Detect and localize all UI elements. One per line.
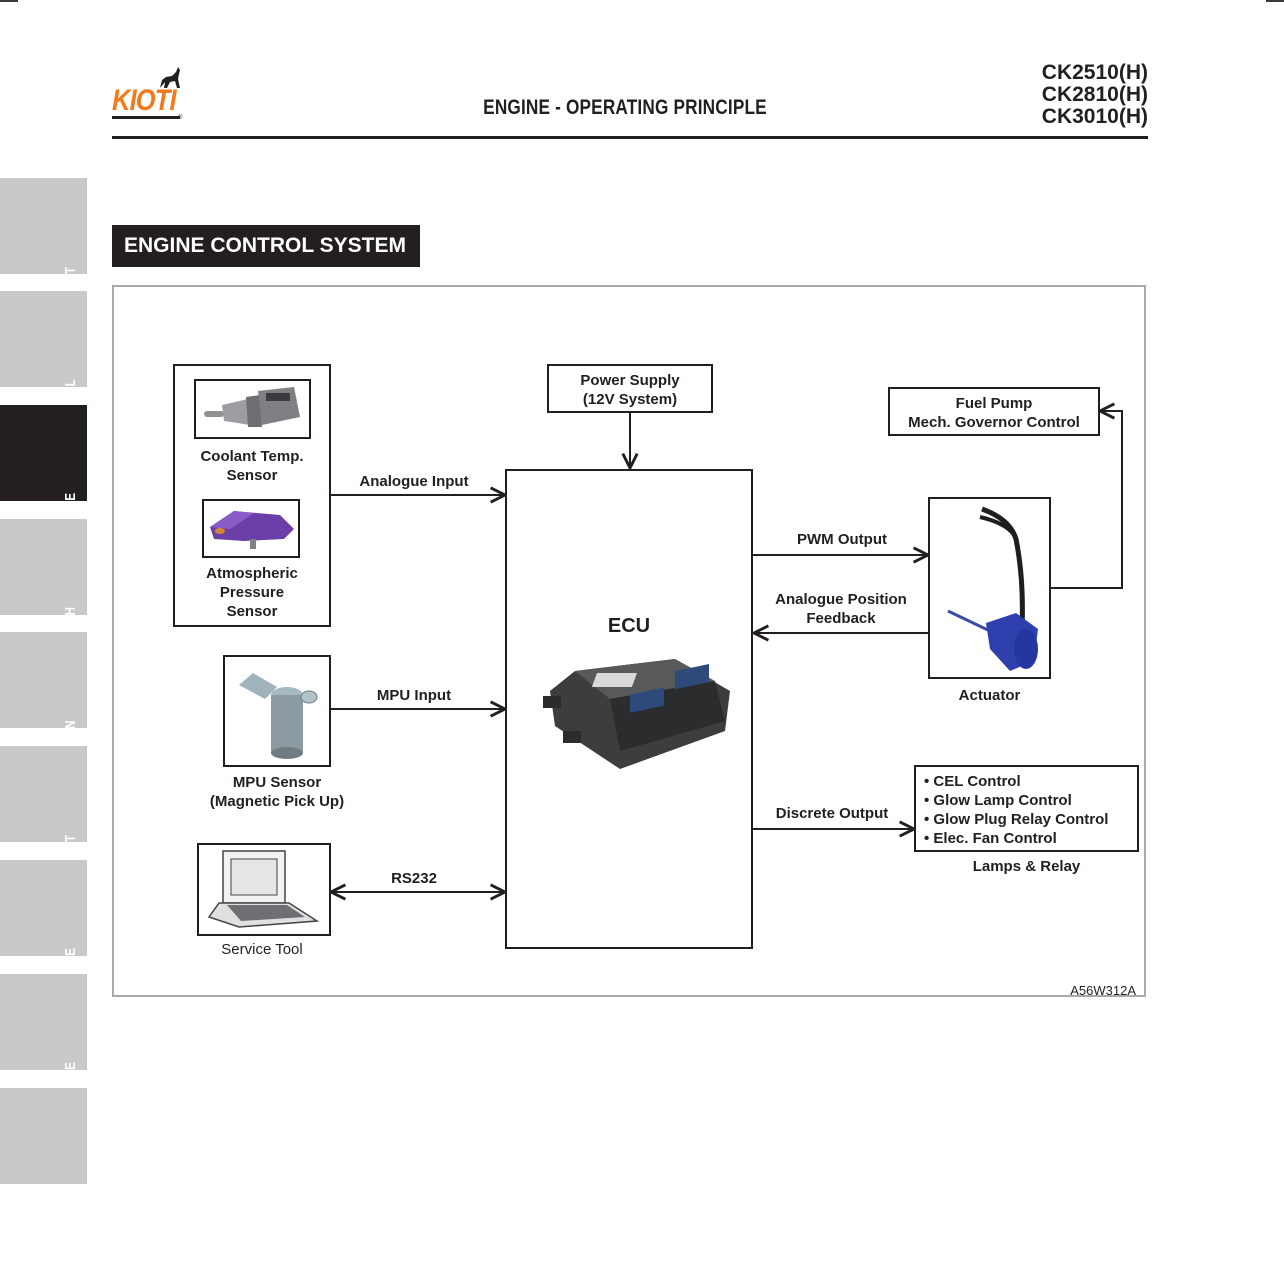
atmospheric-sensor-label-2: Pressure: [219, 584, 285, 601]
atmospheric-sensor-label-1: Atmospheric: [206, 565, 298, 582]
side-tab-clutch[interactable]: CLUTCH: [0, 519, 87, 657]
diagram-frame: [112, 285, 1146, 997]
ecu-image: [543, 659, 730, 769]
side-tab-hst[interactable]: HST: [0, 746, 87, 859]
feedback-label-2: Feedback: [806, 610, 876, 627]
side-tab-engine[interactable]: ENGINE: [0, 405, 87, 540]
kioti-logo: KIOTI ®: [112, 66, 186, 122]
atmospheric-sensor-image-frame: [202, 499, 300, 558]
header-divider: [112, 136, 1148, 139]
model-list: CK2510(H) CK2810(H) CK3010(H): [1042, 62, 1148, 128]
logo-underline: [112, 116, 180, 119]
power-supply-box: Power Supply (12V System): [547, 364, 713, 413]
lamps-relay-item: • Glow Plug Relay Control: [924, 811, 1109, 828]
coolant-sensor-image-frame: [194, 379, 311, 439]
feedback-label-1: Analogue Position: [775, 591, 907, 608]
lamps-relay-caption: Lamps & Relay: [972, 858, 1081, 875]
crop-mark-left: [0, 0, 18, 2]
actuator-image-frame: [928, 497, 1051, 679]
actuator-label: Actuator: [958, 687, 1021, 704]
side-tab-rear-axle[interactable]: REAR AXLE: [0, 860, 87, 1019]
lamps-relay-item: • Glow Lamp Control: [924, 792, 1072, 809]
pwm-output-label: PWM Output: [797, 531, 887, 548]
coolant-sensor-image: [204, 387, 300, 427]
laptop-image: [207, 850, 320, 928]
side-tab-label: HST: [62, 834, 79, 859]
power-supply-label-1: Power Supply: [580, 372, 680, 389]
atmospheric-sensor-image: [210, 511, 294, 549]
side-tab-safety-first[interactable]: SAFETY FIRST: [0, 178, 87, 354]
model-name: CK3010(H): [1041, 105, 1148, 128]
mpu-input-label: MPU Input: [376, 687, 452, 704]
coolant-sensor-label-2: Sensor: [226, 467, 278, 484]
lamps-relay-box: • CEL Control • Glow Lamp Control • Glow…: [914, 765, 1139, 852]
fuel-pump-box: Fuel Pump Mech. Governor Control: [888, 387, 1100, 436]
lamps-relay-item: • CEL Control: [924, 773, 1021, 790]
model-name: CK2810(H): [1041, 83, 1148, 106]
service-tool-label: Service Tool: [221, 941, 303, 958]
lamps-relay-item: • Elec. Fan Control: [924, 830, 1057, 847]
wolf-icon: [160, 67, 180, 88]
crop-mark-right: [1266, 0, 1284, 2]
page-title: ENGINE - OPERATING PRINCIPLE: [483, 96, 767, 119]
model-name: CK2510(H): [1041, 61, 1148, 84]
side-tab-general[interactable]: GENERAL: [0, 291, 87, 439]
brand-name: KIOTI: [112, 84, 177, 117]
figure-id: A56W312A: [1070, 983, 1136, 998]
fuel-pump-label-2: Mech. Governor Control: [908, 414, 1080, 431]
registered-mark: ®: [178, 115, 183, 121]
discrete-output-label: Discrete Output: [775, 805, 889, 822]
fuel-pump-label-1: Fuel Pump: [955, 395, 1033, 412]
mpu-sensor-label-1: MPU Sensor: [232, 774, 322, 791]
power-supply-label-2: (12V System): [582, 391, 678, 408]
ecu-label: ECU: [607, 615, 651, 637]
side-tab-transmission[interactable]: TRANSMISSION: [0, 632, 87, 814]
side-tab-front-axle[interactable]: FRONT AXLE: [0, 1088, 87, 1266]
analogue-sensors-box: Coolant Temp. Sensor Atmospheric Pressur…: [173, 364, 331, 627]
analogue-input-label: Analogue Input: [359, 473, 469, 490]
section-header: ENGINE CONTROL SYSTEM: [112, 225, 420, 267]
side-tab-label: FRONT AXLE: [62, 1188, 79, 1266]
atmospheric-sensor-label-3: Sensor: [226, 603, 278, 620]
mpu-sensor-image-frame: [223, 655, 331, 767]
ecu-box: ECU: [505, 469, 753, 949]
service-tool-image-frame: [197, 843, 331, 936]
mpu-sensor-image: [239, 673, 318, 759]
actuator-image: [947, 506, 1038, 671]
coolant-sensor-label-1: Coolant Temp.: [200, 448, 304, 465]
side-tab-brake[interactable]: BRAKE: [0, 974, 87, 1106]
rs232-label: RS232: [391, 870, 437, 887]
mpu-sensor-label-2: (Magnetic Pick Up): [209, 793, 345, 810]
